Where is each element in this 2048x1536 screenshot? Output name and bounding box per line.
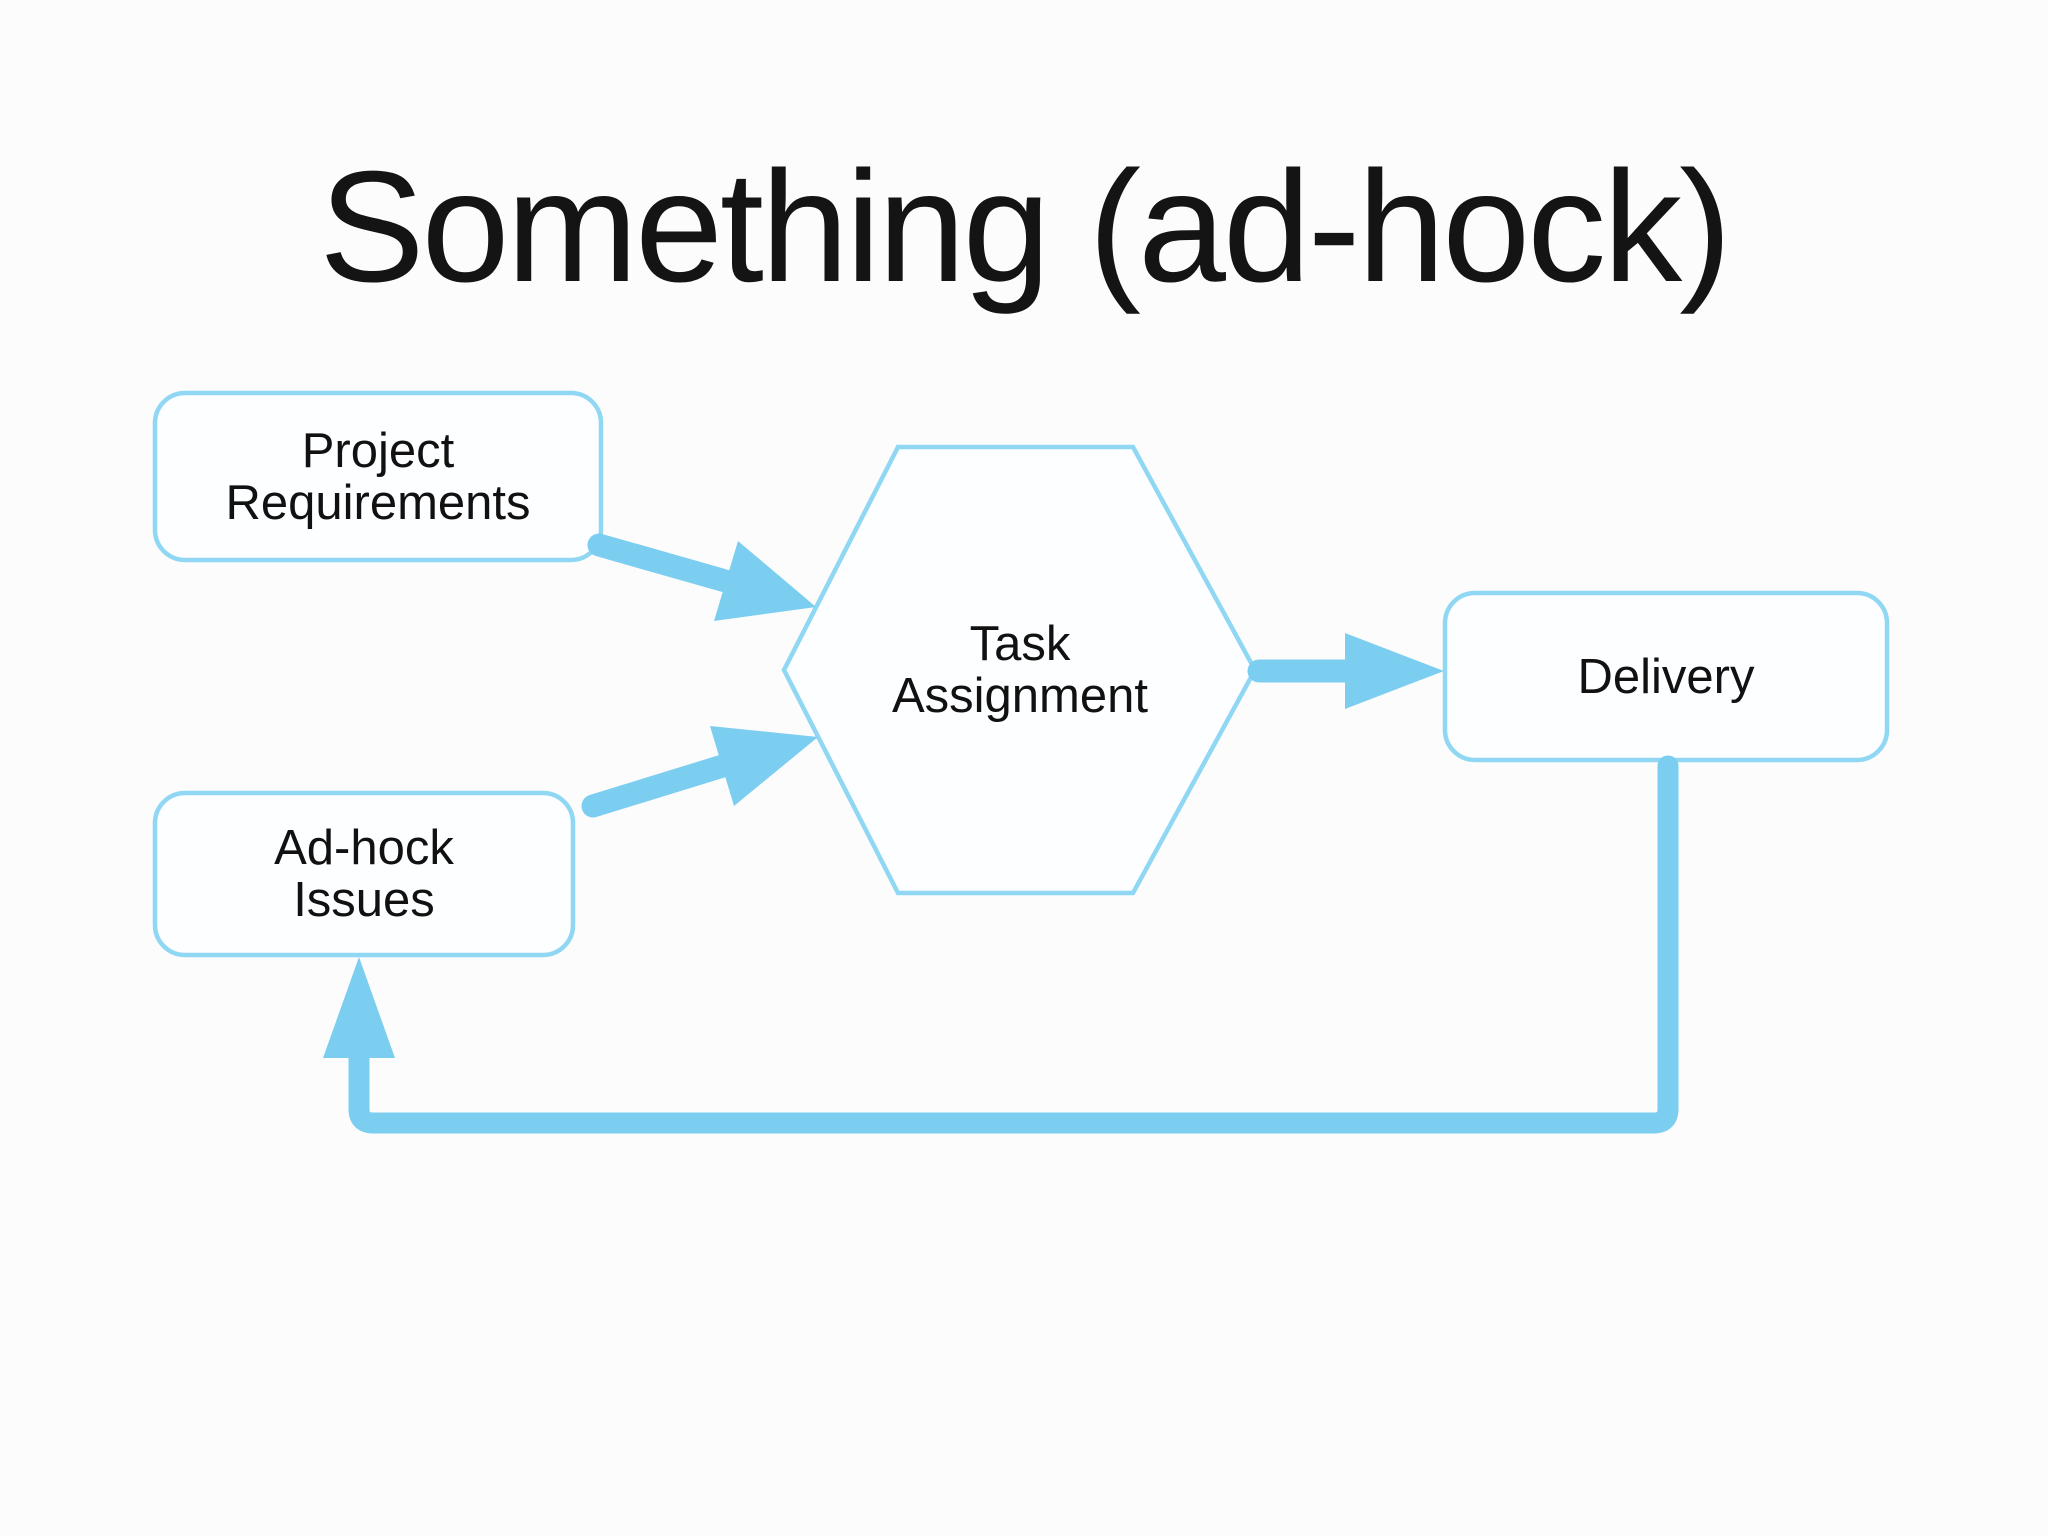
project-requirements-label-line2: Requirements <box>225 475 531 530</box>
arrow-project-to-task <box>587 533 816 621</box>
project-requirements-label-line1: Project <box>301 423 455 478</box>
delivery-label-line1: Delivery <box>1577 649 1755 704</box>
ad-hock-issues-label: Ad-hock Issues <box>155 793 573 955</box>
task-assignment-label-line1: Task <box>969 617 1071 671</box>
project-requirements-box <box>152 390 604 563</box>
ad-hock-issues-box <box>152 790 576 958</box>
ad-hock-issues-label-line2: Issues <box>293 873 435 927</box>
slide-title: Something (ad-hock) <box>319 139 1732 315</box>
feedback-arrow-delivery-to-adhock <box>323 755 1679 1134</box>
ad-hock-issues-label-line1: Ad-hock <box>274 821 454 875</box>
task-assignment-hexagon <box>781 444 1258 896</box>
arrow-task-to-delivery <box>1247 633 1444 709</box>
task-assignment-label: Task Assignment <box>784 447 1256 893</box>
task-assignment-label-line2: Assignment <box>891 669 1148 723</box>
project-requirements-label: Project Requirements <box>155 393 601 560</box>
delivery-label: Delivery <box>1445 593 1887 760</box>
arrow-adhock-to-task <box>581 726 818 818</box>
